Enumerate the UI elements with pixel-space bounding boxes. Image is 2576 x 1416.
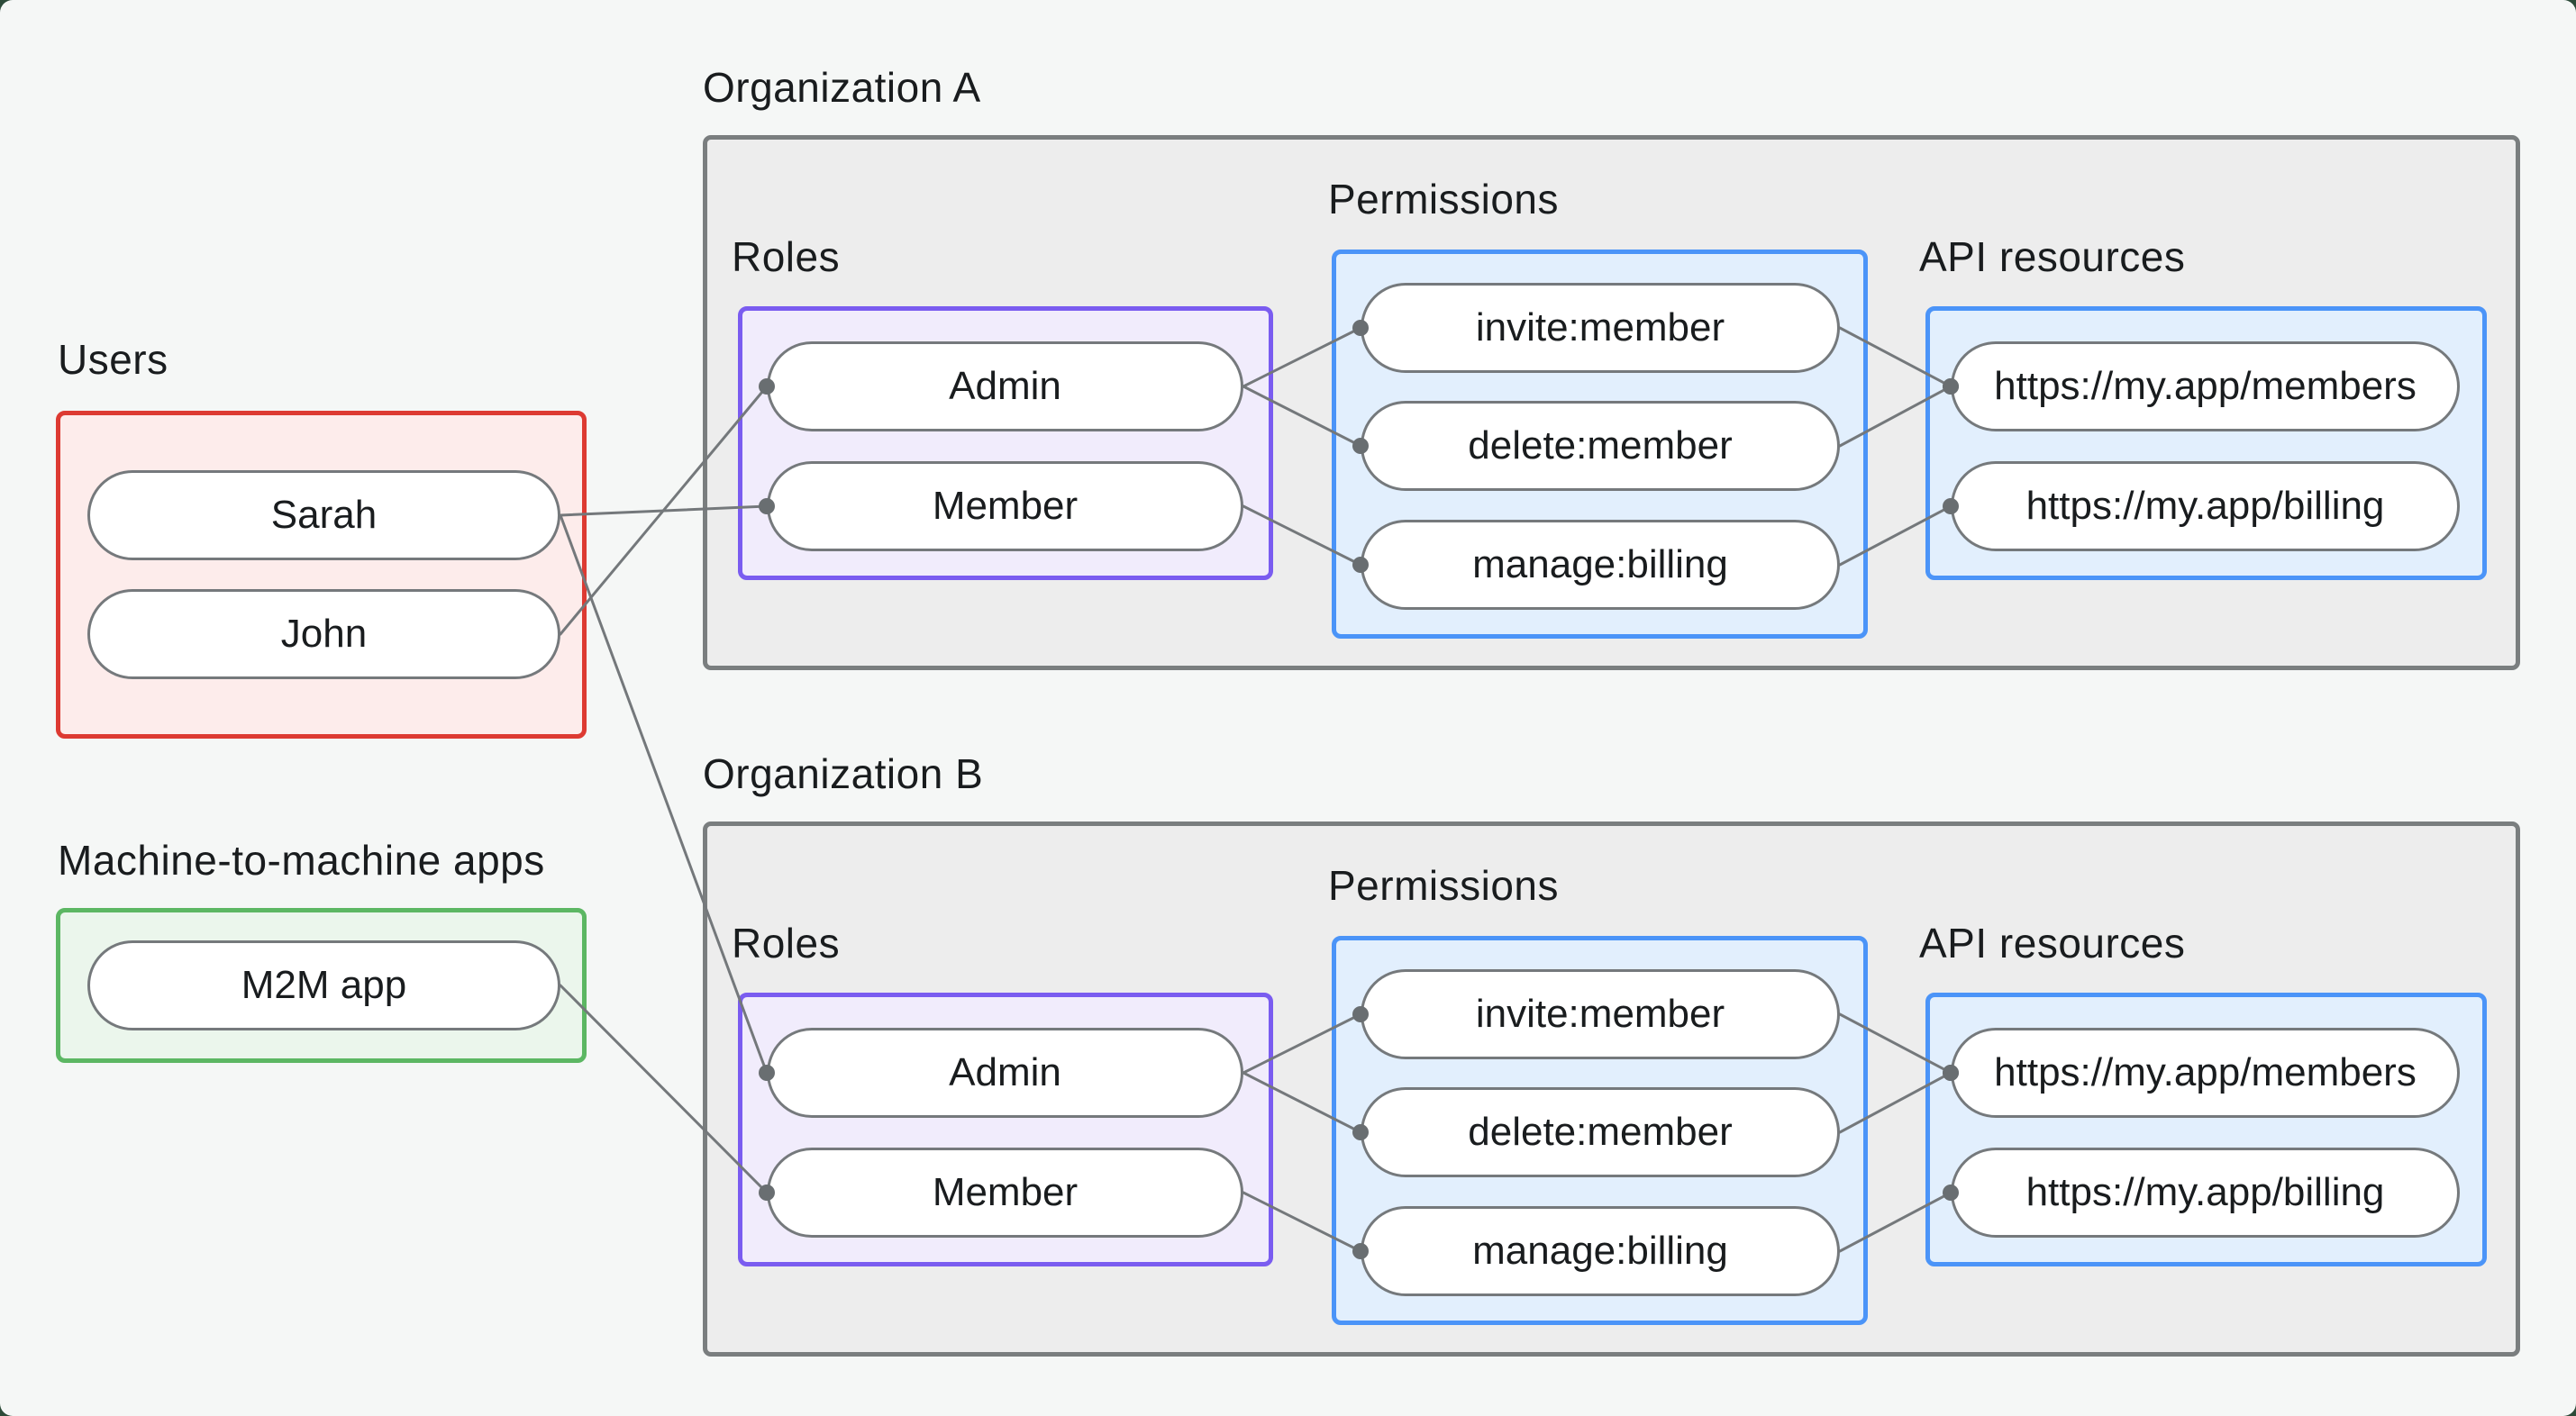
users-group-box bbox=[56, 411, 587, 739]
node-orgA-api-members: https://my.app/members bbox=[1951, 341, 2460, 431]
m2m-group-label: Machine-to-machine apps bbox=[58, 837, 545, 884]
node-label: invite:member bbox=[1475, 305, 1725, 349]
node-orgA-permission-invite: invite:member bbox=[1361, 283, 1840, 373]
org-b-label: Organization B bbox=[703, 750, 984, 797]
node-orgA-role-admin: Admin bbox=[767, 341, 1243, 431]
node-label: https://my.app/billing bbox=[2025, 484, 2385, 528]
node-orgB-permission-delete: delete:member bbox=[1361, 1087, 1840, 1177]
node-orgA-role-member: Member bbox=[767, 461, 1243, 551]
node-label: Admin bbox=[949, 364, 1061, 408]
node-label: manage:billing bbox=[1472, 1229, 1728, 1273]
node-orgB-permission-invite: invite:member bbox=[1361, 969, 1840, 1059]
node-label: Member bbox=[932, 484, 1079, 528]
node-orgB-role-member: Member bbox=[767, 1148, 1243, 1238]
org-b-permissions-label: Permissions bbox=[1328, 862, 1560, 909]
node-label: https://my.app/members bbox=[1994, 364, 2417, 408]
node-user-john: John bbox=[87, 589, 560, 679]
node-label: delete:member bbox=[1468, 423, 1733, 467]
node-label: https://my.app/members bbox=[1994, 1050, 2417, 1094]
node-orgB-api-billing: https://my.app/billing bbox=[1951, 1148, 2460, 1238]
node-orgA-permission-delete: delete:member bbox=[1361, 401, 1840, 491]
org-a-api-label: API resources bbox=[1919, 233, 2186, 280]
node-label: John bbox=[280, 612, 368, 656]
node-label: manage:billing bbox=[1472, 542, 1728, 586]
node-label: Sarah bbox=[270, 493, 378, 537]
node-label: Admin bbox=[949, 1050, 1061, 1094]
node-orgB-permission-manage: manage:billing bbox=[1361, 1206, 1840, 1296]
org-a-label: Organization A bbox=[703, 64, 981, 111]
node-label: invite:member bbox=[1475, 992, 1725, 1036]
org-b-roles-label: Roles bbox=[732, 920, 841, 967]
node-user-sarah: Sarah bbox=[87, 470, 560, 560]
org-b-api-label: API resources bbox=[1919, 920, 2186, 967]
node-label: https://my.app/billing bbox=[2025, 1170, 2385, 1214]
node-orgA-permission-manage: manage:billing bbox=[1361, 520, 1840, 610]
node-label: Member bbox=[932, 1170, 1079, 1214]
users-group-label: Users bbox=[58, 336, 168, 383]
node-label: delete:member bbox=[1468, 1110, 1733, 1154]
org-a-roles-label: Roles bbox=[732, 233, 841, 280]
node-m2m-app: M2M app bbox=[87, 940, 560, 1030]
node-orgB-api-members: https://my.app/members bbox=[1951, 1028, 2460, 1118]
node-orgA-api-billing: https://my.app/billing bbox=[1951, 461, 2460, 551]
node-label: M2M app bbox=[241, 963, 407, 1007]
org-a-permissions-label: Permissions bbox=[1328, 176, 1560, 222]
node-orgB-role-admin: Admin bbox=[767, 1028, 1243, 1118]
